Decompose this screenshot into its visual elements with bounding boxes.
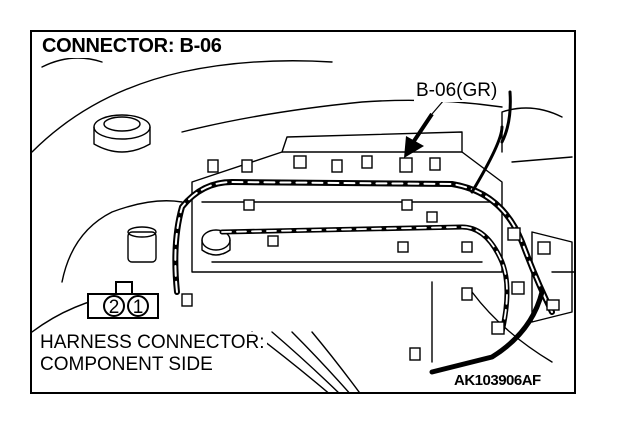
- harness-connector: [397, 241, 409, 253]
- oil-filler-cap-side: [201, 239, 231, 256]
- harness-connector: [507, 227, 521, 241]
- body-contour-line: [41, 57, 103, 68]
- harness-connector: [331, 159, 343, 173]
- fan-shroud-line: [311, 331, 360, 392]
- harness-connector: [409, 347, 421, 361]
- bracket-cap-top: [127, 226, 157, 238]
- harness-connector: [207, 159, 219, 173]
- engine-block-outline: [191, 151, 503, 273]
- harness-connector: [401, 199, 413, 211]
- harness-connector: [426, 211, 438, 223]
- pin-label: 2: [109, 297, 120, 318]
- harness-connector: [293, 155, 307, 169]
- harness-connector: [546, 299, 560, 311]
- harness-connector: [429, 157, 441, 171]
- bracket-cap: [127, 231, 157, 263]
- pin-1-circle: [127, 295, 149, 317]
- diagram-title: CONNECTOR: B-06: [40, 35, 224, 58]
- relay-box: [531, 231, 573, 323]
- wire-branch: [470, 125, 504, 194]
- fan-shroud-line: [291, 331, 350, 392]
- intake-duct-line: [511, 156, 573, 163]
- harness-connector-caption-line1: HARNESS CONNECTOR:: [40, 332, 265, 353]
- harness-connector: [181, 293, 193, 307]
- body-contour-line: [61, 200, 183, 283]
- wire-branch: [500, 90, 512, 144]
- pin-2-circle: [103, 295, 125, 317]
- figure-code: AK103906AF: [452, 372, 543, 389]
- harness-connector: [241, 159, 253, 173]
- reservoir-cap: [93, 114, 151, 140]
- harness-connector: [511, 281, 525, 295]
- harness-connector: [361, 155, 373, 169]
- harness-connector: [267, 235, 279, 247]
- wiring-harness-lower: [429, 289, 545, 375]
- body-contour-line: [471, 291, 553, 363]
- harness-connector: [537, 241, 551, 255]
- pin-label: 1: [133, 297, 144, 318]
- harness-connector: [461, 241, 473, 253]
- reservoir-body: [93, 126, 151, 153]
- harness-connector-caption-line2: COMPONENT SIDE: [40, 354, 213, 375]
- connector-callout-label: B-06(GR): [414, 80, 500, 102]
- intake-duct: [501, 107, 563, 153]
- wiring-harness-secondary: [219, 224, 510, 335]
- body-contour-line: [32, 60, 333, 153]
- callout-arrow: [404, 99, 445, 158]
- valve-cover-top: [281, 131, 463, 153]
- b06-connector: [399, 157, 413, 173]
- reservoir-cap-top: [103, 116, 141, 132]
- harness-connector: [491, 321, 505, 335]
- engine-bay-illustration: 2 1: [32, 57, 574, 392]
- harness-connector: [243, 199, 255, 211]
- harness-connector: [461, 287, 473, 301]
- diagram-frame: 2 1 CONNECTOR: B-06 B-06(GR) HARNESS CON…: [30, 30, 576, 394]
- harness-connector-symbol: 2 1: [87, 281, 159, 319]
- engine-cover-top-line: [181, 99, 503, 133]
- wiring-harness-stripe: [174, 181, 553, 313]
- harness-connector-caption: HARNESS CONNECTOR: COMPONENT SIDE: [38, 332, 267, 376]
- fan-shroud-line: [271, 331, 339, 392]
